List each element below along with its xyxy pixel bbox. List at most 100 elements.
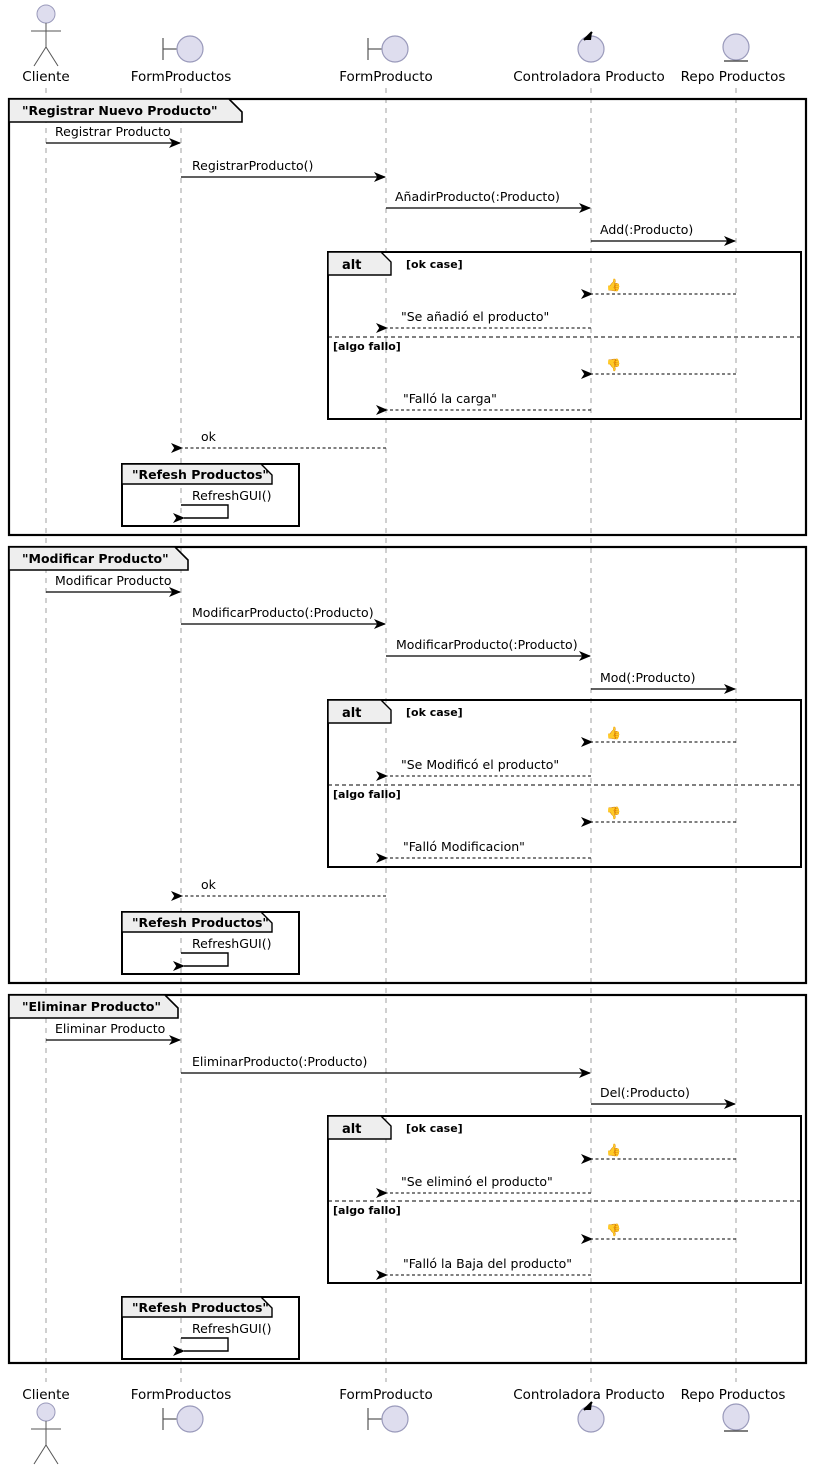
participant-label-cliente: Cliente [22, 69, 69, 85]
participant-label-controladora: Controladora Producto [513, 69, 665, 85]
message-label: EliminarProducto(:Producto) [192, 1054, 367, 1069]
alt-block-modificar: alt [ok case] [algo fallo] [327, 699, 802, 868]
nested-group-label: "Refesh Productos" [132, 915, 269, 930]
message-label: AñadirProducto(:Producto) [395, 189, 560, 204]
message-label: "Falló la Baja del producto" [403, 1256, 572, 1271]
group-frame-registrar: "Registrar Nuevo Producto" [7, 97, 808, 537]
nested-group-refesh-3: "Refesh Productos" RefreshGUI() [121, 1296, 300, 1360]
message-add-producto: Add(:Producto) [591, 222, 736, 246]
message-label: "Falló la carga" [403, 391, 497, 406]
message-se-elimino: "Se eliminó el producto" [376, 1174, 591, 1198]
message-eliminar-producto: Eliminar Producto [46, 1021, 181, 1045]
entity-icon [722, 1403, 750, 1432]
control-icon [577, 1401, 605, 1433]
message-modificar-producto: Modificar Producto [46, 573, 181, 597]
message-thumbsdown-1: 👎 [581, 358, 736, 379]
actor-icon [31, 4, 61, 67]
message-thumbsup-2: 👍 [581, 726, 736, 747]
message-modificarproducto-2: ModificarProducto(:Producto) [386, 637, 591, 661]
thumbs-up-icon: 👍 [606, 278, 621, 292]
alt-guard-ok: [ok case] [406, 258, 463, 271]
thumbs-up-icon: 👍 [606, 726, 621, 740]
message-label: ModificarProducto(:Producto) [192, 605, 374, 620]
alt-guard-fail: [algo fallo] [333, 340, 401, 353]
message-label: Registrar Producto [55, 124, 171, 139]
message-label: Add(:Producto) [600, 222, 693, 237]
message-label: Eliminar Producto [55, 1021, 165, 1036]
group-frame-modificar: "Modificar Producto" [7, 545, 808, 985]
participant-heads-top: Cliente FormProductos FormProducto Contr… [22, 4, 786, 85]
message-eliminarproducto-ctrl: EliminarProducto(:Producto) [181, 1054, 591, 1078]
nested-group-refesh-2: "Refesh Productos" RefreshGUI() [121, 911, 300, 975]
actor-icon [31, 1402, 61, 1465]
participant-label-formproducto-bottom: FormProducto [339, 1387, 433, 1403]
nested-group-label: "Refesh Productos" [132, 1300, 269, 1315]
thumbs-down-icon: 👎 [606, 1223, 621, 1237]
message-fallo-modificacion: "Falló Modificacion" [376, 839, 591, 863]
message-anadirproducto: AñadirProducto(:Producto) [386, 189, 591, 213]
message-label: RegistrarProducto() [192, 158, 313, 173]
message-label: RefreshGUI() [192, 1321, 271, 1336]
alt-guard-ok: [ok case] [406, 1122, 463, 1135]
alt-keyword: alt [342, 1122, 361, 1137]
alt-guard-ok: [ok case] [406, 706, 463, 719]
message-label: Mod(:Producto) [600, 670, 695, 685]
group-label-modificar: "Modificar Producto" [22, 551, 169, 566]
message-label: RefreshGUI() [192, 488, 271, 503]
boundary-icon [162, 1405, 204, 1433]
nested-group-refesh-1: "Refesh Productos" RefreshGUI() [121, 463, 300, 527]
message-mod-producto: Mod(:Producto) [591, 670, 736, 694]
boundary-icon [367, 35, 409, 63]
participant-label-formproducto: FormProducto [339, 69, 433, 85]
message-label: "Se añadió el producto" [401, 309, 549, 324]
message-label: "Se eliminó el producto" [401, 1174, 553, 1189]
control-icon [577, 31, 605, 63]
participant-label-cliente-bottom: Cliente [22, 1387, 69, 1403]
message-thumbsup-1: 👍 [581, 278, 736, 299]
participant-label-formproductos: FormProductos [131, 69, 232, 85]
message-se-modifico: "Se Modificó el producto" [376, 757, 591, 781]
participant-label-repo: Repo Productos [681, 69, 786, 85]
message-thumbsdown-3: 👎 [581, 1223, 736, 1244]
group-frame-eliminar: "Eliminar Producto" [7, 993, 808, 1365]
participant-label-repo-bottom: Repo Productos [681, 1387, 786, 1403]
participant-heads-bottom: Cliente FormProductos FormProducto Contr… [22, 1387, 786, 1465]
message-fallo-carga: "Falló la carga" [376, 391, 591, 415]
message-label: "Falló Modificacion" [403, 839, 525, 854]
message-label: RefreshGUI() [192, 936, 271, 951]
message-se-anadio: "Se añadió el producto" [376, 309, 591, 333]
boundary-icon [162, 35, 204, 63]
message-label: ok [201, 429, 217, 444]
message-label: "Se Modificó el producto" [401, 757, 559, 772]
group-label-registrar: "Registrar Nuevo Producto" [22, 103, 218, 118]
message-label: Del(:Producto) [600, 1085, 690, 1100]
message-thumbsdown-2: 👎 [581, 806, 736, 827]
thumbs-down-icon: 👎 [606, 806, 621, 820]
alt-block-eliminar: alt [ok case] [algo fallo] [327, 1115, 802, 1284]
thumbs-down-icon: 👎 [606, 358, 621, 372]
alt-guard-fail: [algo fallo] [333, 788, 401, 801]
message-label: ok [201, 877, 217, 892]
message-label: Modificar Producto [55, 573, 171, 588]
thumbs-up-icon: 👍 [606, 1143, 621, 1157]
message-del-producto: Del(:Producto) [591, 1085, 736, 1109]
nested-group-label: "Refesh Productos" [132, 467, 269, 482]
message-label: ModificarProducto(:Producto) [396, 637, 578, 652]
alt-keyword: alt [342, 706, 361, 721]
participant-label-controladora-bottom: Controladora Producto [513, 1387, 665, 1403]
message-registrarproducto: RegistrarProducto() [181, 158, 386, 182]
entity-icon [722, 33, 750, 62]
boundary-icon [367, 1405, 409, 1433]
alt-block-registrar: alt [ok case] [algo fallo] [327, 251, 802, 420]
group-label-eliminar: "Eliminar Producto" [22, 999, 161, 1014]
message-ok-1: ok [171, 429, 386, 453]
participant-label-formproductos-bottom: FormProductos [131, 1387, 232, 1403]
message-ok-2: ok [171, 877, 386, 901]
message-thumbsup-3: 👍 [581, 1143, 736, 1164]
message-registrar-producto: Registrar Producto [46, 124, 181, 148]
alt-keyword: alt [342, 258, 361, 273]
alt-guard-fail: [algo fallo] [333, 1204, 401, 1217]
message-modificarproducto-1: ModificarProducto(:Producto) [181, 605, 386, 629]
